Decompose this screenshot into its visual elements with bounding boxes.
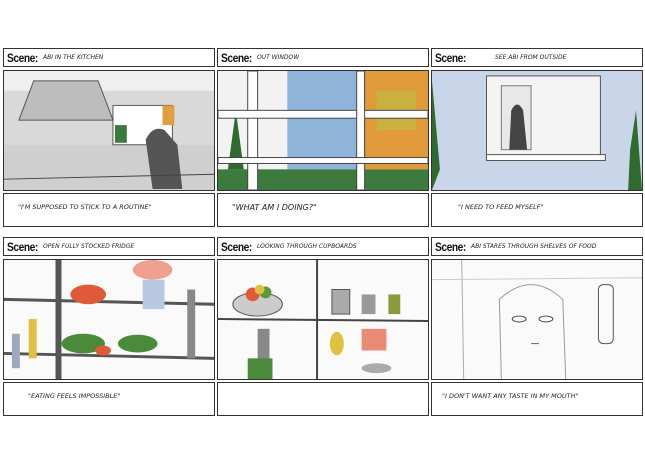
- sketch-window: [217, 70, 429, 191]
- scene-header: Scene: See Abi from outside: [431, 48, 643, 67]
- scene-title: Looking through cupboards: [257, 243, 357, 250]
- scene-title: Out window: [257, 54, 300, 61]
- scene-label: Scene:: [7, 239, 38, 254]
- scene-label: Scene:: [221, 239, 252, 254]
- scene-header: Scene: Abi in the kitchen: [3, 48, 215, 67]
- scene-label: Scene:: [435, 50, 466, 65]
- scene-label: Scene:: [221, 50, 252, 65]
- scene-label: Scene:: [435, 239, 466, 254]
- scene-title: Open fully stocked fridge: [43, 243, 135, 250]
- scene-header: Scene: Open fully stocked fridge: [3, 237, 215, 256]
- caption: "I don't want any taste in my mouth": [431, 382, 643, 416]
- scene-header: Scene: Out window: [217, 48, 429, 67]
- caption: "What am I doing?": [217, 193, 429, 227]
- sketch-fridge: [3, 259, 215, 380]
- sketch-outside: [431, 70, 643, 191]
- caption: "Eating feels impossible": [3, 382, 215, 416]
- scene-title: See Abi from outside: [495, 54, 567, 61]
- caption: [217, 382, 429, 416]
- scene-title: Abi stares through shelves of food: [471, 243, 597, 250]
- caption: "I need to feed myself": [431, 193, 643, 227]
- sketch-kitchen: [3, 70, 215, 191]
- caption: "I'm supposed to stick to a routine": [3, 193, 215, 227]
- sketch-cupboards: [217, 259, 429, 380]
- scene-title: Abi in the kitchen: [43, 54, 104, 61]
- scene-header: Scene: Looking through cupboards: [217, 237, 429, 256]
- scene-label: Scene:: [7, 50, 38, 65]
- sketch-shelves: [431, 259, 643, 380]
- scene-header: Scene: Abi stares through shelves of food: [431, 237, 643, 256]
